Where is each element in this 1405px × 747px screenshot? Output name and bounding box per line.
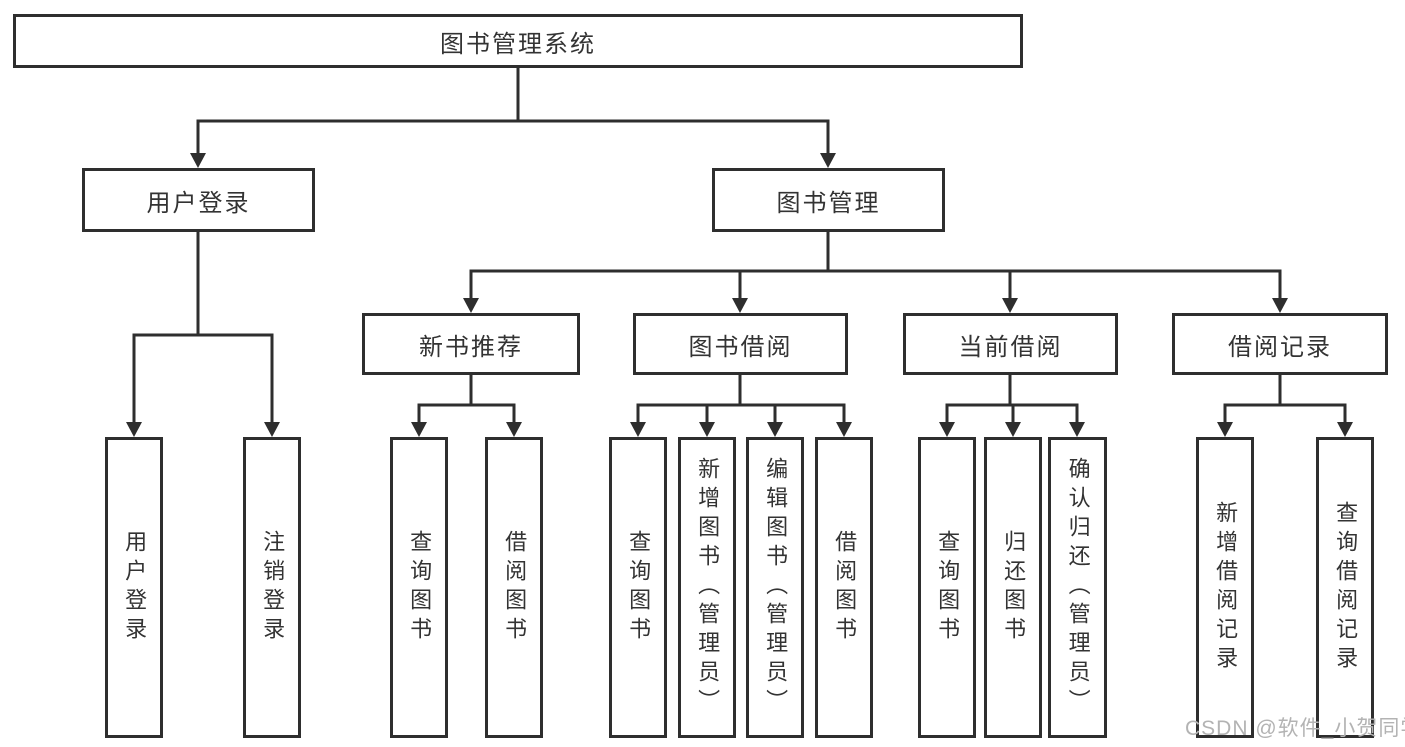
arrowhead-icon (1217, 422, 1233, 437)
leaf-cb-confirm-return-admin: 确认归还（管理员） (1048, 437, 1107, 738)
leaf-bb-edit-book-admin-label: 编辑图书（管理员） (763, 457, 789, 718)
arrowhead-icon (699, 422, 715, 437)
node-new-book-recommend-label: 新书推荐 (419, 333, 523, 361)
arrowhead-icon (1005, 422, 1021, 437)
leaf-bb-edit-book-admin: 编辑图书（管理员） (746, 437, 804, 738)
leaf-br-query-record-label: 查询借阅记录 (1333, 500, 1359, 675)
node-borrow-record-label: 借阅记录 (1228, 333, 1332, 361)
leaf-cb-query-book: 查询图书 (918, 437, 976, 738)
arrowhead-icon (190, 153, 206, 168)
arrowhead-icon (820, 153, 836, 168)
node-new-book-recommend: 新书推荐 (362, 313, 580, 375)
arrowhead-icon (767, 422, 783, 437)
leaf-nb-borrow-book-label: 借阅图书 (502, 529, 528, 646)
leaf-cb-return-book-label: 归还图书 (1001, 529, 1027, 646)
arrowhead-icon (506, 422, 522, 437)
leaf-nb-query-book-label: 查询图书 (407, 529, 433, 646)
arrowhead-icon (1272, 298, 1288, 313)
arrowhead-icon (411, 422, 427, 437)
leaf-bb-query-book-label: 查询图书 (626, 529, 652, 646)
leaf-bb-borrow-book: 借阅图书 (815, 437, 873, 738)
leaf-user-login-label: 用户登录 (122, 529, 148, 646)
leaf-nb-query-book: 查询图书 (390, 437, 448, 738)
arrowhead-icon (463, 298, 479, 313)
arrowhead-icon (630, 422, 646, 437)
leaf-cb-confirm-return-admin-label: 确认归还（管理员） (1065, 457, 1091, 718)
arrowhead-icon (1337, 422, 1353, 437)
leaf-logout-label: 注销登录 (260, 529, 286, 646)
node-root: 图书管理系统 (13, 14, 1023, 68)
node-borrow-record: 借阅记录 (1172, 313, 1388, 375)
arrowhead-icon (732, 298, 748, 313)
leaf-bb-add-book-admin: 新增图书（管理员） (678, 437, 736, 738)
arrowhead-icon (126, 422, 142, 437)
node-user-login: 用户登录 (82, 168, 315, 232)
node-current-borrow-label: 当前借阅 (958, 333, 1063, 361)
leaf-nb-borrow-book: 借阅图书 (485, 437, 543, 738)
node-root-label: 图书管理系统 (440, 30, 596, 58)
node-book-borrow: 图书借阅 (633, 313, 848, 375)
leaf-cb-return-book: 归还图书 (984, 437, 1042, 738)
leaf-br-add-record: 新增借阅记录 (1196, 437, 1254, 738)
node-user-login-label: 用户登录 (146, 189, 251, 217)
leaf-user-login: 用户登录 (105, 437, 163, 738)
node-book-borrow-label: 图书借阅 (688, 333, 793, 361)
leaf-logout: 注销登录 (243, 437, 301, 738)
leaf-br-query-record: 查询借阅记录 (1316, 437, 1374, 738)
node-current-borrow: 当前借阅 (903, 313, 1118, 375)
leaf-bb-query-book: 查询图书 (609, 437, 667, 738)
arrowhead-icon (836, 422, 852, 437)
leaf-bb-add-book-admin-label: 新增图书（管理员） (695, 457, 721, 718)
arrowhead-icon (939, 422, 955, 437)
arrowhead-icon (1069, 422, 1085, 437)
leaf-bb-borrow-book-label: 借阅图书 (832, 529, 858, 646)
arrowhead-icon (1002, 298, 1018, 313)
leaf-br-add-record-label: 新增借阅记录 (1213, 500, 1239, 675)
node-book-management-label: 图书管理 (776, 189, 881, 217)
node-book-management: 图书管理 (712, 168, 945, 232)
leaf-cb-query-book-label: 查询图书 (935, 529, 961, 646)
arrowhead-icon (264, 422, 280, 437)
watermark-csdn: CSDN @软件_小贺同学 (1185, 717, 1405, 740)
